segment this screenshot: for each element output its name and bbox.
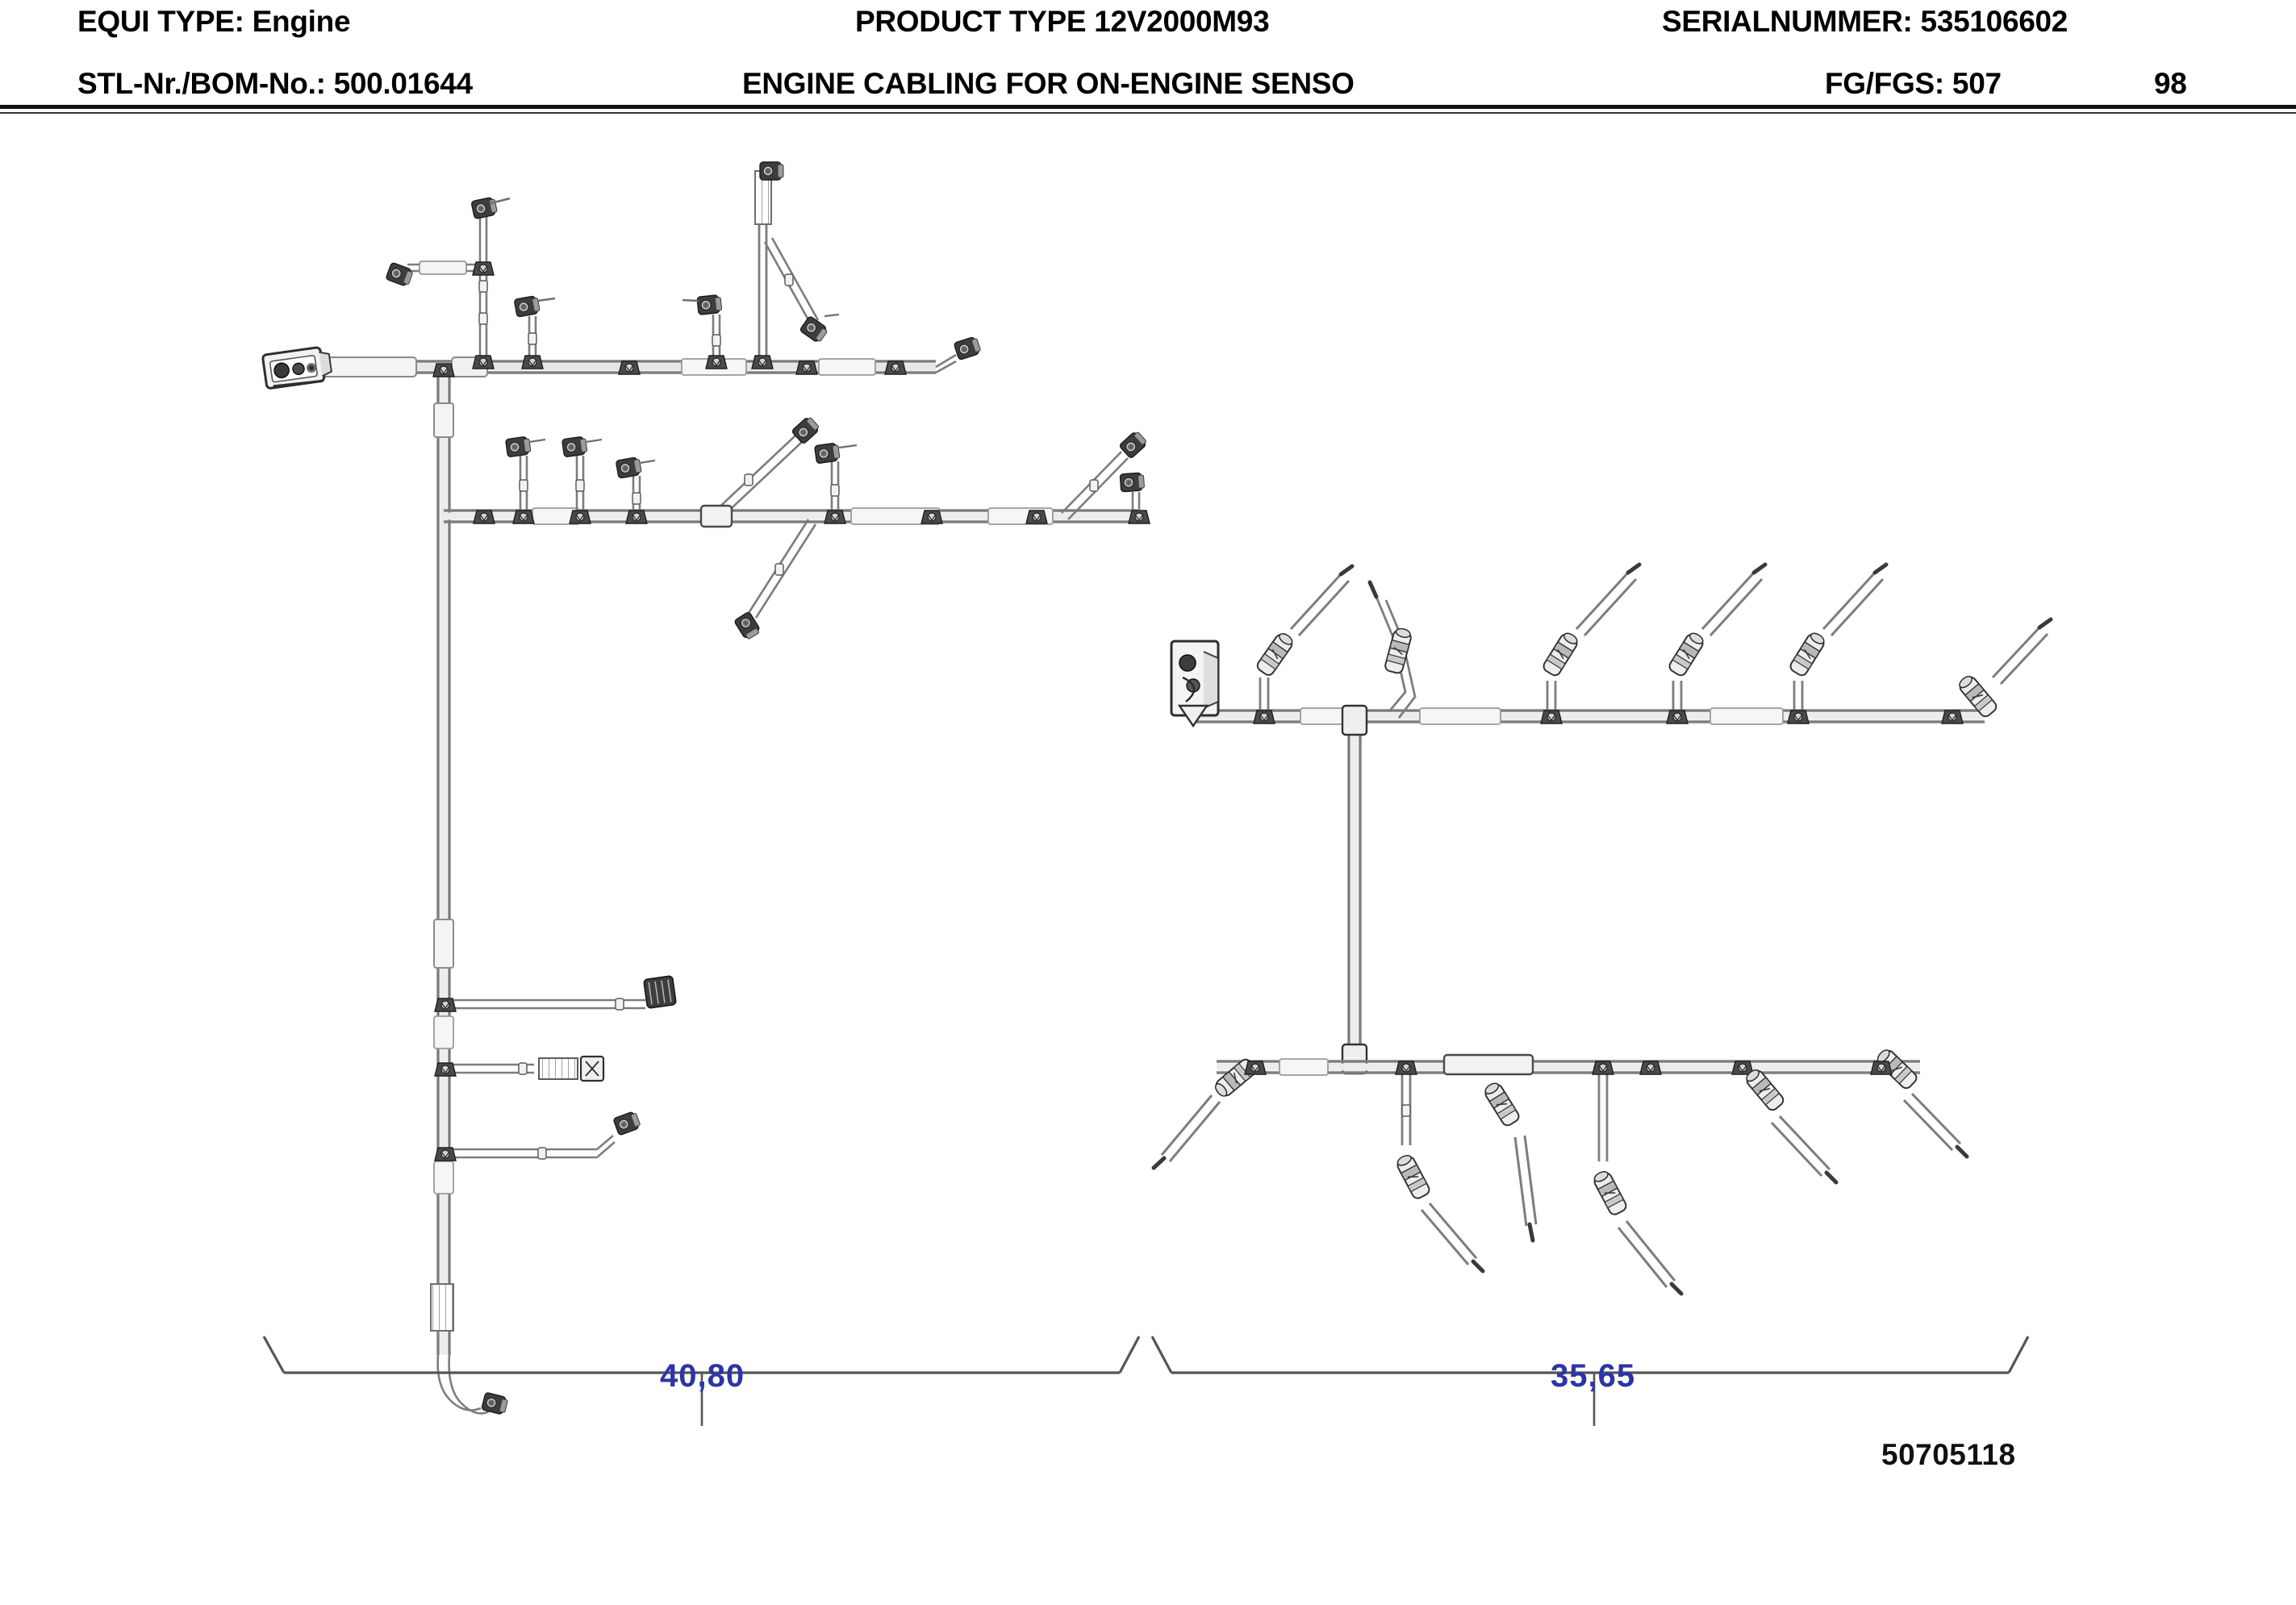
harness-drawing-svg — [261, 160, 2053, 1426]
right-injector-lead-4 — [1665, 562, 1768, 725]
left-branch-lower-2 — [433, 1055, 605, 1082]
header-description: ENGINE CABLING FOR ON-ENGINE SENSO — [742, 67, 1355, 100]
left-branch-upper-c — [682, 293, 728, 370]
right-lower-lead-3 — [1590, 1060, 1684, 1296]
header-divider-thick — [0, 105, 2296, 109]
left-branch-upper-d — [750, 160, 840, 370]
right-harness-vertical-spine — [1341, 704, 1368, 1075]
drawing-part-number: 50705118 — [1881, 1438, 2016, 1471]
left-branch-mid-stub-3 — [614, 455, 656, 525]
left-main-connector-block — [261, 346, 332, 390]
right-harness-terminal-block — [1170, 640, 1220, 728]
right-injector-lead-6 — [1940, 617, 2053, 725]
right-lower-lead-4 — [1730, 1060, 1839, 1185]
dimension-lines — [262, 1336, 2030, 1426]
header-product-type: PRODUCT TYPE 12V2000M93 — [855, 5, 1270, 38]
drawing-header: EQUI TYPE: Engine STL-Nr./BOM-No.: 500.0… — [0, 0, 2296, 114]
technical-drawing-canvas — [0, 113, 2296, 1605]
header-divider-thin — [0, 112, 2296, 114]
left-branch-mid-diagonal-up — [699, 414, 822, 528]
left-harness — [261, 160, 1151, 1417]
right-harness-upper-trunk — [1192, 707, 1985, 725]
dimension-left — [262, 1336, 1141, 1426]
left-branch-mid-stub-4 — [813, 441, 858, 525]
left-mid-trunk-end-connector — [1118, 471, 1151, 525]
header-fg-fgs-secondary: 98 — [2154, 67, 2187, 100]
header-fg-fgs: FG/FGS: 507 — [1825, 67, 2002, 100]
header-equi-type: EQUI TYPE: Engine — [77, 5, 351, 38]
header-serial-number: SERIALNUMMER: 535106602 — [1662, 5, 2068, 38]
left-branch-mid-stub-1 — [504, 435, 546, 525]
left-spine-bottom-termination — [430, 1283, 510, 1417]
dimension-right-value: 35,65 — [1551, 1358, 1636, 1394]
right-injector-lead-3 — [1539, 562, 1642, 725]
left-branch-upper-b — [512, 294, 556, 370]
right-harness — [1151, 562, 2053, 1296]
left-branch-mid-diagonal-up-2 — [1061, 428, 1150, 520]
right-harness-lower-trunk — [1217, 1053, 1920, 1076]
right-injector-lead-5 — [1786, 562, 1889, 725]
right-lower-lead-2 — [1480, 1079, 1538, 1243]
right-lower-lead-1 — [1393, 1060, 1485, 1274]
left-branch-lower-3 — [433, 1109, 643, 1162]
left-branch-upper-e — [883, 335, 983, 376]
dimension-right — [1150, 1336, 2030, 1426]
left-branch-mid-diagonal-down — [733, 519, 817, 642]
left-harness-upper-trunk — [284, 356, 936, 377]
right-lower-lead-left — [1151, 1056, 1259, 1170]
dimension-left-value: 40,80 — [660, 1358, 745, 1394]
left-branch-upper-a — [384, 195, 511, 370]
header-stl-bom-number: STL-Nr./BOM-No.: 500.01644 — [77, 67, 473, 100]
left-branch-mid-stub-2 — [561, 435, 603, 525]
right-injector-lead-1 — [1252, 564, 1355, 725]
left-branch-lower-1 — [433, 975, 677, 1013]
left-harness-vertical-spine — [432, 362, 456, 1355]
right-lower-lead-5 — [1872, 1045, 1969, 1159]
right-injector-lead-2 — [1367, 580, 1417, 719]
